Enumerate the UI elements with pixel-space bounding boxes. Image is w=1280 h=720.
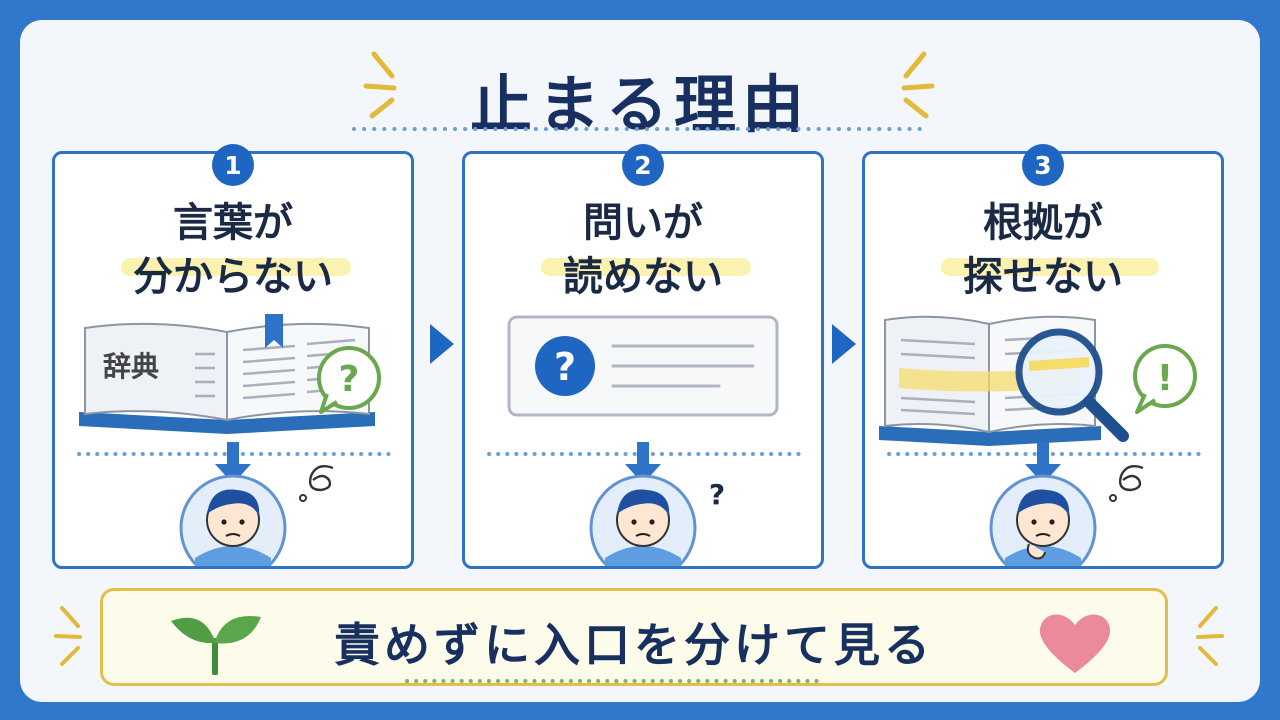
- exclamation-bubble-icon: !: [1133, 344, 1197, 414]
- infographic-panel: 止まる理由 1 言葉が 分からない: [20, 20, 1260, 702]
- question-bubble-icon: ?: [317, 346, 381, 414]
- reason-illustration-2: ? ?: [487, 315, 803, 566]
- message-text: 責めずに入口を分けて見る: [334, 618, 934, 672]
- thought-question-mark: ?: [709, 478, 725, 511]
- reason-card-3: 3 根拠が 探せない: [862, 144, 1224, 569]
- reason-card-1: 1 言葉が 分からない: [52, 144, 414, 569]
- title-dotted-divider: [352, 127, 928, 131]
- headline-highlight: [941, 258, 1159, 276]
- title-sparkle-right-icon: [901, 51, 935, 119]
- worried-boy-avatar: [589, 474, 697, 566]
- step-badge-1: 1: [212, 144, 254, 186]
- reason-heading-line1: 言葉が: [173, 200, 293, 246]
- message-banner: 責めずに入口を分けて見る: [100, 588, 1168, 686]
- banner-sparkle-left-icon: [54, 606, 82, 666]
- magnifier-icon: [1015, 328, 1129, 442]
- headline-highlight: [121, 258, 351, 276]
- step-badge-2: 2: [622, 144, 664, 186]
- reason-heading-2: 問いが 読めない: [465, 196, 821, 304]
- swirl-thought-icon: [308, 465, 334, 492]
- banner-dotted-underline: [405, 679, 821, 683]
- step-badge-3: 3: [1022, 144, 1064, 186]
- heart-icon: [1039, 614, 1111, 673]
- reason-heading-1: 言葉が 分からない: [55, 196, 411, 304]
- down-arrow-icon: [1025, 442, 1061, 484]
- card-question-mark: ?: [554, 345, 576, 389]
- bubble-mark: ?: [339, 359, 360, 400]
- reason-heading-line2: 探せない: [963, 254, 1123, 300]
- sprout-icon: [171, 616, 261, 675]
- reason-heading-3: 根拠が 探せない: [865, 196, 1221, 304]
- reason-heading-line1: 問いが: [583, 200, 703, 246]
- title-sparkle-left-icon: [363, 51, 397, 119]
- thinking-boy-avatar: [989, 474, 1097, 566]
- reason-illustration-3: !: [879, 315, 1203, 566]
- banner-sparkle-right-icon: [1196, 606, 1224, 666]
- reason-heading-line1: 根拠が: [983, 200, 1103, 246]
- confused-boy-avatar: [179, 474, 287, 566]
- headline-highlight: [541, 258, 751, 276]
- flow-arrow-1-icon: [430, 324, 454, 364]
- swirl-thought-icon: [1118, 465, 1144, 492]
- question-card-icon: ?: [507, 315, 779, 417]
- flow-arrow-2-icon: [832, 324, 856, 364]
- bubble-mark: !: [1157, 358, 1173, 399]
- reason-illustration-1: 辞典 ?: [77, 314, 393, 566]
- reason-heading-line2: 読めない: [563, 254, 723, 300]
- reason-card-2: 2 問いが 読めない ?: [462, 144, 824, 569]
- down-arrow-icon: [625, 442, 661, 484]
- book-label: 辞典: [103, 350, 159, 383]
- reason-heading-line2: 分からない: [133, 254, 333, 300]
- dictionary-book-icon: [79, 314, 375, 434]
- down-arrow-icon: [215, 442, 251, 484]
